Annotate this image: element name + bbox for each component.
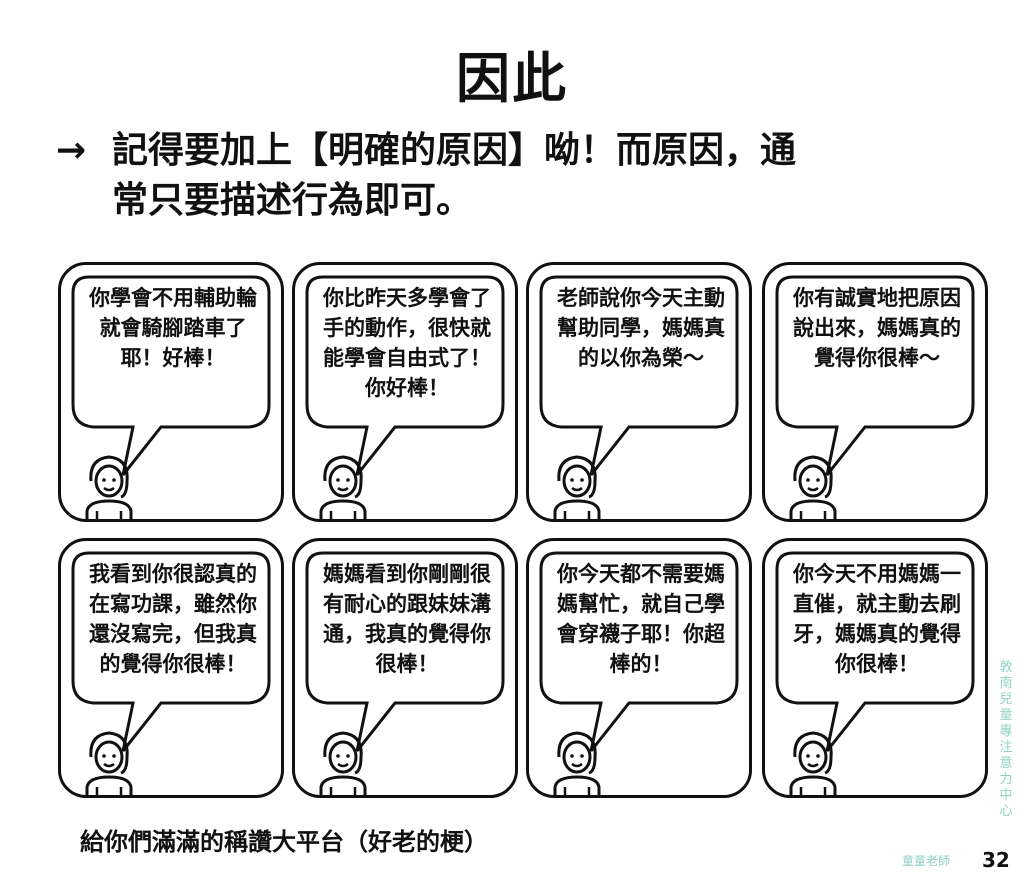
intro-text: → 記得要加上【明確的原因】呦！而原因，通 常只要描述行為即可。	[56, 126, 986, 226]
speech-bubble	[539, 551, 739, 752]
comic-panel-7: 你今天都不需要媽媽幫忙，就自己學會穿襪子耶！你超棒的！	[526, 538, 752, 798]
intro-line-2: 常只要描述行為即可。	[112, 180, 473, 221]
watermark-signature: 童童老師	[902, 854, 951, 868]
speech-bubble	[71, 275, 271, 476]
mother-figure-icon	[319, 731, 367, 795]
speech-text: 你今天都不需要媽媽幫忙，就自己學會穿襪子耶！你超棒的！	[557, 562, 725, 676]
mother-figure-icon	[553, 455, 601, 519]
speech-text: 你學會不用輔助輪就會騎腳踏車了耶！好棒！	[89, 286, 257, 370]
comic-panel-3: 老師說你今天主動幫助同學，媽媽真的以你為榮～	[526, 262, 752, 522]
page-number: 32	[982, 848, 1010, 872]
speech-text: 你今天不用媽媽一直催，就主動去刷牙，媽媽真的覺得你很棒！	[793, 562, 961, 676]
mother-figure-icon	[553, 731, 601, 795]
speech-text: 你有誠實地把原因說出來，媽媽真的覺得你很棒～	[793, 286, 961, 370]
mother-figure-icon	[85, 455, 133, 519]
mother-figure-icon	[319, 455, 367, 519]
mother-figure-icon	[85, 731, 133, 795]
footer-caption: 給你們滿滿的稱讚大平台（好老的梗）	[80, 828, 488, 856]
speech-bubble	[775, 275, 975, 476]
comic-panel-8: 你今天不用媽媽一直催，就主動去刷牙，媽媽真的覺得你很棒！	[762, 538, 988, 798]
speech-text: 老師說你今天主動幫助同學，媽媽真的以你為榮～	[557, 286, 725, 370]
comic-panel-1: 你學會不用輔助輪就會騎腳踏車了耶！好棒！	[58, 262, 284, 522]
speech-bubble	[539, 275, 739, 476]
comic-panel-5: 我看到你很認真的在寫功課，雖然你還沒寫完，但我真的覺得你很棒！	[58, 538, 284, 798]
speech-text: 媽媽看到你剛剛很有耐心的跟妹妹溝通，我真的覺得你很棒！	[323, 562, 491, 676]
comic-panel-4: 你有誠實地把原因說出來，媽媽真的覺得你很棒～	[762, 262, 988, 522]
speech-text: 我看到你很認真的在寫功課，雖然你還沒寫完，但我真的覺得你很棒！	[89, 562, 257, 676]
arrow-right-icon: →	[56, 130, 87, 171]
comic-panel-6: 媽媽看到你剛剛很有耐心的跟妹妹溝通，我真的覺得你很棒！	[292, 538, 518, 798]
intro-line-1: 記得要加上【明確的原因】呦！而原因，通	[112, 130, 797, 171]
mother-figure-icon	[789, 731, 837, 795]
speech-bubble	[305, 551, 505, 752]
speech-text: 你比昨天多學會了手的動作，很快就能學會自由式了！你好棒！	[323, 286, 491, 400]
speech-bubble	[775, 551, 975, 752]
speech-bubble	[305, 275, 505, 476]
comic-panel-2: 你比昨天多學會了手的動作，很快就能學會自由式了！你好棒！	[292, 262, 518, 522]
mother-figure-icon	[789, 455, 837, 519]
page-title: 因此	[456, 47, 568, 110]
speech-bubble	[71, 551, 271, 752]
watermark-vertical: 敦南兒童專注意力中心	[999, 660, 1013, 819]
